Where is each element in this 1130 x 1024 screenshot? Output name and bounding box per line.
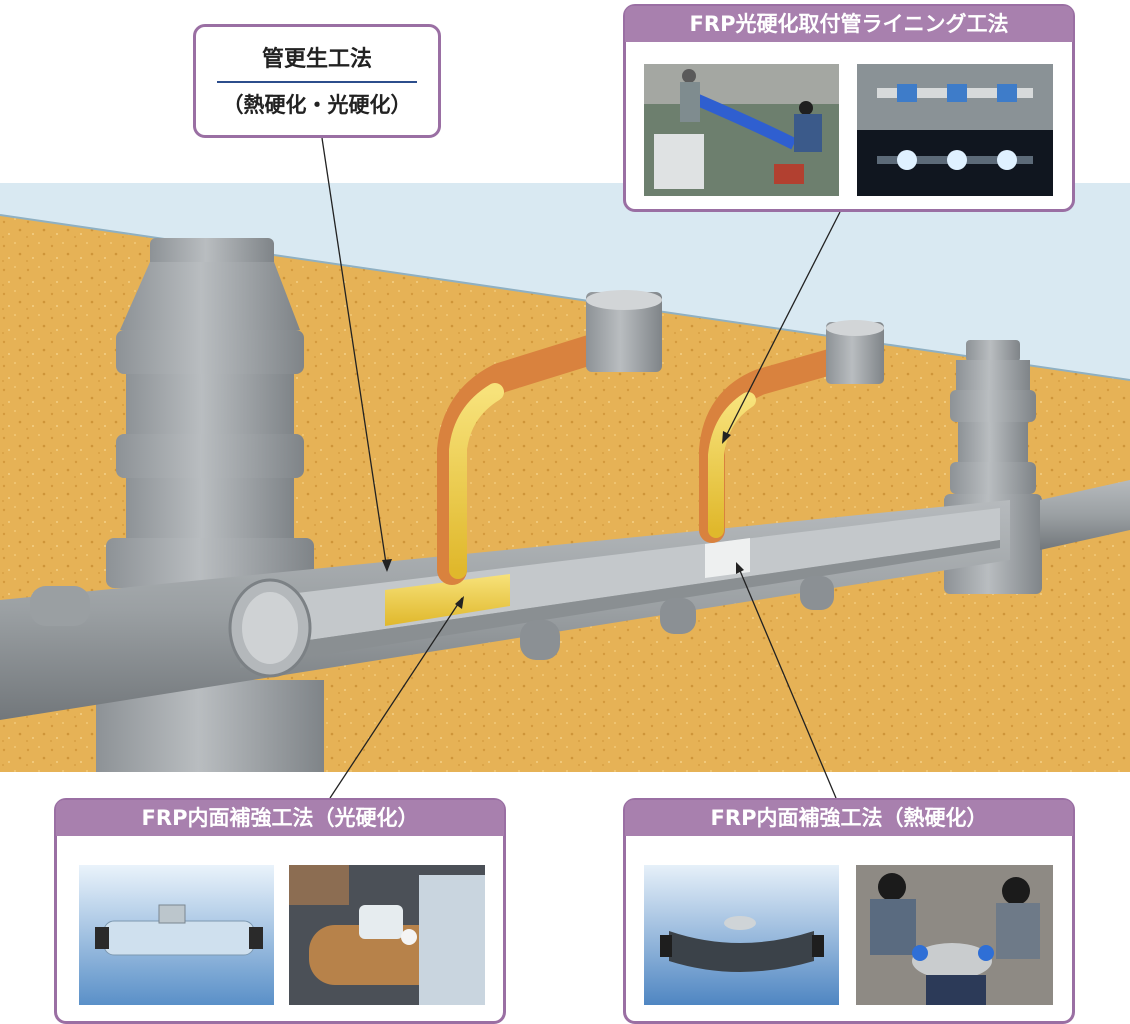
heat-cure-installation-photo	[856, 865, 1053, 1005]
yellow-liner-repair	[385, 574, 510, 626]
white-liner-repair	[705, 538, 750, 578]
light-cure-installation-photo	[289, 865, 485, 1005]
frp-inner-reinforce-heat-callout: FRP内面補強工法（熱硬化）	[623, 798, 1075, 1024]
light-cure-packer-photo	[79, 865, 274, 1005]
frp-inner-reinforce-light-callout: FRP内面補強工法（光硬化）	[54, 798, 506, 1024]
lateral-pipe-1	[437, 290, 662, 585]
pipe-rehab-subtitle: （熱硬化・光硬化）	[222, 93, 412, 117]
frp-lateral-lining-callout: FRP光硬化取付管ライニング工法	[623, 4, 1075, 212]
frp-inner-reinforce-light-title: FRP内面補強工法（光硬化）	[56, 800, 504, 836]
heat-cure-packer-photo	[644, 865, 839, 1005]
title-divider	[217, 81, 417, 83]
lateral-lining-uv-device-photo	[857, 64, 1053, 196]
frp-inner-reinforce-heat-title: FRP内面補強工法（熱硬化）	[625, 800, 1073, 836]
leader-arrowheads	[382, 431, 744, 609]
lateral-lining-field-photo	[644, 64, 839, 196]
frp-lateral-lining-title: FRP光硬化取付管ライニング工法	[625, 6, 1073, 42]
leader-lines	[321, 137, 841, 799]
pipe-rehabilitation-label: 管更生工法 （熱硬化・光硬化）	[193, 24, 441, 138]
pipe-rehab-title: 管更生工法	[261, 47, 372, 72]
